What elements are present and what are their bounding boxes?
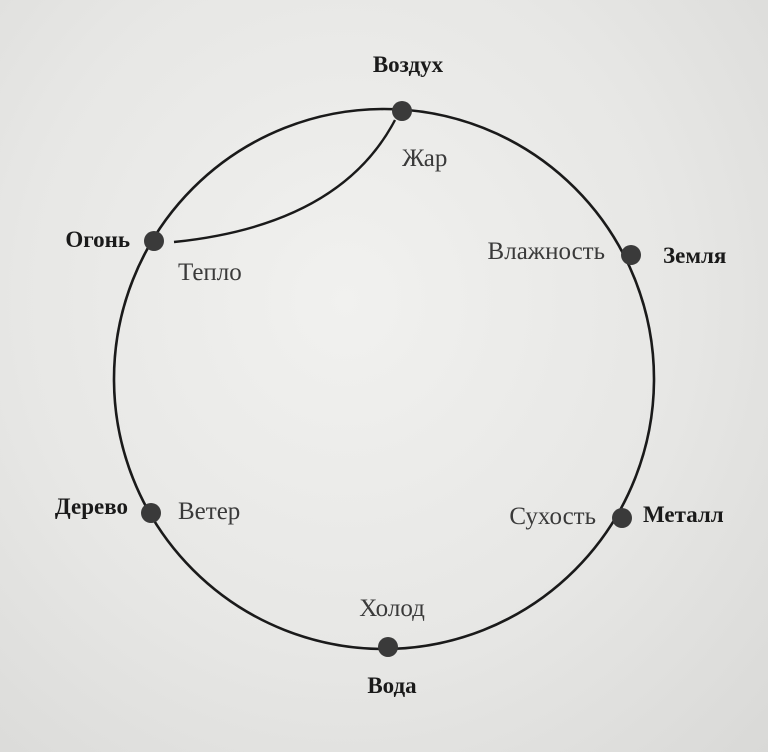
quality-label-zhar: Жар <box>402 145 447 172</box>
node-dot-voda <box>378 637 398 657</box>
quality-label-sukhost: Сухость <box>509 503 596 530</box>
element-label-vozdukh: Воздух <box>373 52 444 77</box>
quality-label-vlazhnost: Влажность <box>488 238 605 265</box>
node-dot-vozdukh <box>392 101 412 121</box>
node-dot-metall <box>612 508 632 528</box>
quality-label-veter: Ветер <box>178 498 240 525</box>
node-dot-derevo <box>141 503 161 523</box>
element-label-ogon: Огонь <box>65 227 130 252</box>
element-label-zemlya: Земля <box>663 243 726 268</box>
cycle-circle <box>112 107 656 651</box>
element-label-metall: Металл <box>643 502 724 527</box>
element-label-derevo: Дерево <box>55 494 128 519</box>
node-dot-ogon <box>144 231 164 251</box>
connection-arc-ogon-vozdukh <box>173 119 397 244</box>
element-label-voda: Вода <box>367 673 417 698</box>
quality-label-kholod: Холод <box>359 595 425 622</box>
quality-label-teplo: Тепло <box>178 259 242 286</box>
node-dot-zemlya <box>621 245 641 265</box>
